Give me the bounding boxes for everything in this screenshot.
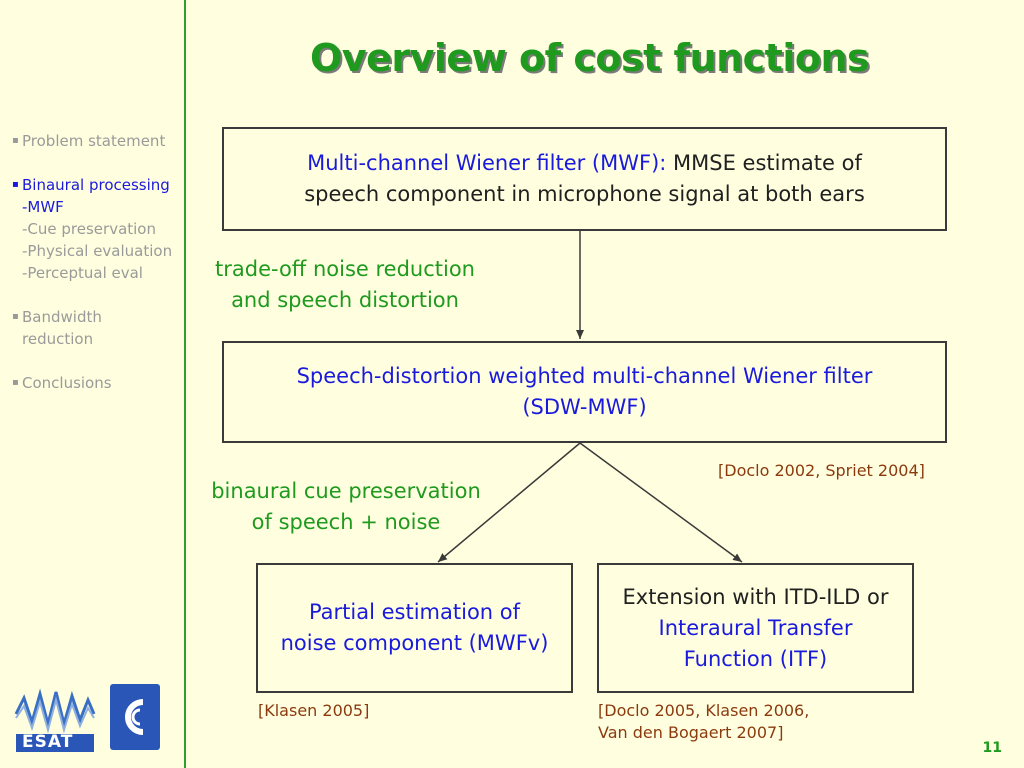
box-sdw-line1: Speech-distortion weighted multi-channel… [296, 364, 873, 388]
box-partial-line1: Partial estimation of [308, 600, 521, 624]
nav-subitem-cue-preservation[interactable]: -Cue preservation [22, 220, 156, 238]
label-binaural: binaural cue preservation of speech + no… [198, 476, 494, 538]
bullet-icon: ▪ [12, 377, 19, 388]
label-tradeoff: trade-off noise reduction and speech dis… [200, 254, 490, 316]
box-mwf-desc-line2: speech component in microphone signal at… [304, 182, 865, 206]
nav-item-conclusions[interactable]: ▪ Conclusions [12, 372, 184, 394]
box-partial-estimation: Partial estimation of noise component (M… [256, 563, 573, 693]
citation-extension-line1: [Doclo 2005, Klasen 2006, [598, 701, 810, 720]
box-extension-line2: Interaural Transfer [658, 615, 853, 640]
bullet-icon: ▪ [12, 135, 19, 146]
citation-partial: [Klasen 2005] [258, 701, 370, 720]
page-number: 11 [982, 740, 1002, 756]
citation-extension-line2: Van den Bogaert 2007] [598, 723, 784, 742]
nav-item-label-line1: Bandwidth [22, 308, 102, 326]
nav-item-binaural-processing[interactable]: ▪ Binaural processing -MWF -Cue preserva… [12, 174, 184, 284]
box-mwf-desc-line1: MMSE estimate of [666, 151, 862, 175]
box-mwf: Multi-channel Wiener filter (MWF): MMSE … [222, 127, 947, 231]
label-tradeoff-line2: and speech distortion [231, 288, 459, 312]
bullet-icon: ▪ [12, 311, 19, 322]
box-extension-line1: Extension with ITD-ILD or [622, 584, 889, 609]
box-sdw-mwf: Speech-distortion weighted multi-channel… [222, 341, 947, 443]
arrow-sdw-to-extension [579, 442, 743, 563]
nav-item-problem-statement[interactable]: ▪ Problem statement [12, 130, 184, 152]
box-mwf-term: Multi-channel Wiener filter (MWF) [307, 151, 660, 175]
citation-extension: [Doclo 2005, Klasen 2006, Van den Bogaer… [598, 700, 809, 744]
nav-item-label-line2: reduction [22, 330, 94, 348]
university-logo [110, 684, 160, 750]
nav-item-label: Problem statement [22, 132, 166, 150]
box-partial-line2: noise component (MWFv) [280, 631, 549, 655]
arrow-sdw-to-partial [437, 442, 581, 563]
sidebar-nav: ▪ Problem statement ▪ Binaural processin… [12, 130, 184, 394]
nav-subitem-physical-evaluation[interactable]: -Physical evaluation [22, 242, 173, 260]
sidebar-divider [184, 0, 186, 768]
nav-item-bandwidth-reduction[interactable]: ▪ Bandwidth reduction [12, 306, 184, 350]
nav-item-label: Conclusions [22, 374, 112, 392]
bullet-icon: ▪ [12, 179, 19, 190]
nav-subitem-perceptual-eval[interactable]: -Perceptual eval [22, 264, 143, 282]
box-extension-itf: Extension with ITD-ILD or Interaural Tra… [597, 563, 914, 693]
box-mwf-separator: : [659, 151, 667, 175]
nav-item-label: Binaural processing [22, 176, 170, 194]
esat-logo-text: ESAT [22, 732, 74, 752]
box-extension-line3: Function (ITF) [683, 646, 828, 671]
label-binaural-line2: of speech + noise [251, 510, 441, 534]
nav-subitem-mwf[interactable]: -MWF [22, 198, 64, 216]
page-title: Overview of cost functions [310, 36, 870, 80]
label-binaural-line1: binaural cue preservation [211, 479, 481, 503]
esat-logo: ESAT [14, 684, 96, 754]
label-tradeoff-line1: trade-off noise reduction [215, 257, 475, 281]
box-sdw-line2: (SDW-MWF) [522, 395, 647, 419]
citation-sdw: [Doclo 2002, Spriet 2004] [718, 461, 925, 480]
